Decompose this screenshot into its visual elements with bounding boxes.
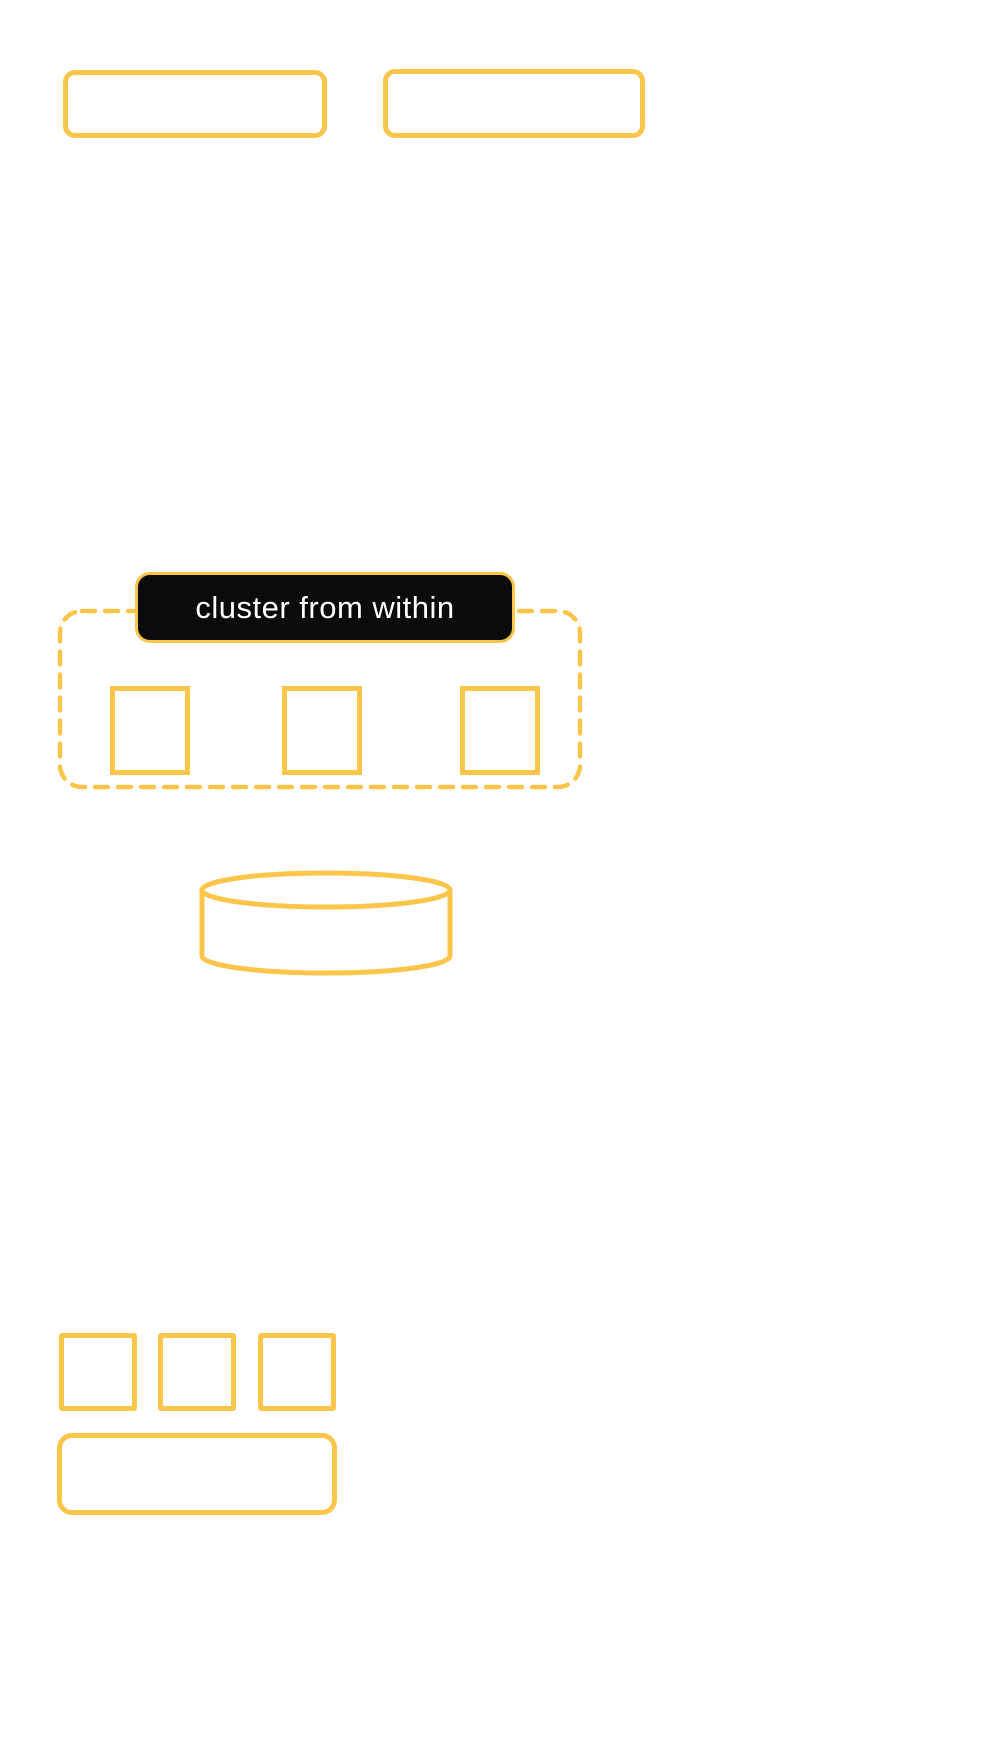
bottom-node-box [57,1433,337,1515]
node-box-top-left [63,70,327,138]
node-box-top-right [383,69,645,138]
cluster-node-square [282,686,362,775]
cluster-label: cluster from within [135,572,515,643]
bottom-node-square [158,1333,236,1411]
bottom-node-square [59,1333,137,1411]
cluster-label-text: cluster from within [195,589,455,625]
bottom-node-square [258,1333,336,1411]
database-icon [199,870,453,976]
cluster-node-square [460,686,540,775]
cluster-node-square [110,686,190,775]
